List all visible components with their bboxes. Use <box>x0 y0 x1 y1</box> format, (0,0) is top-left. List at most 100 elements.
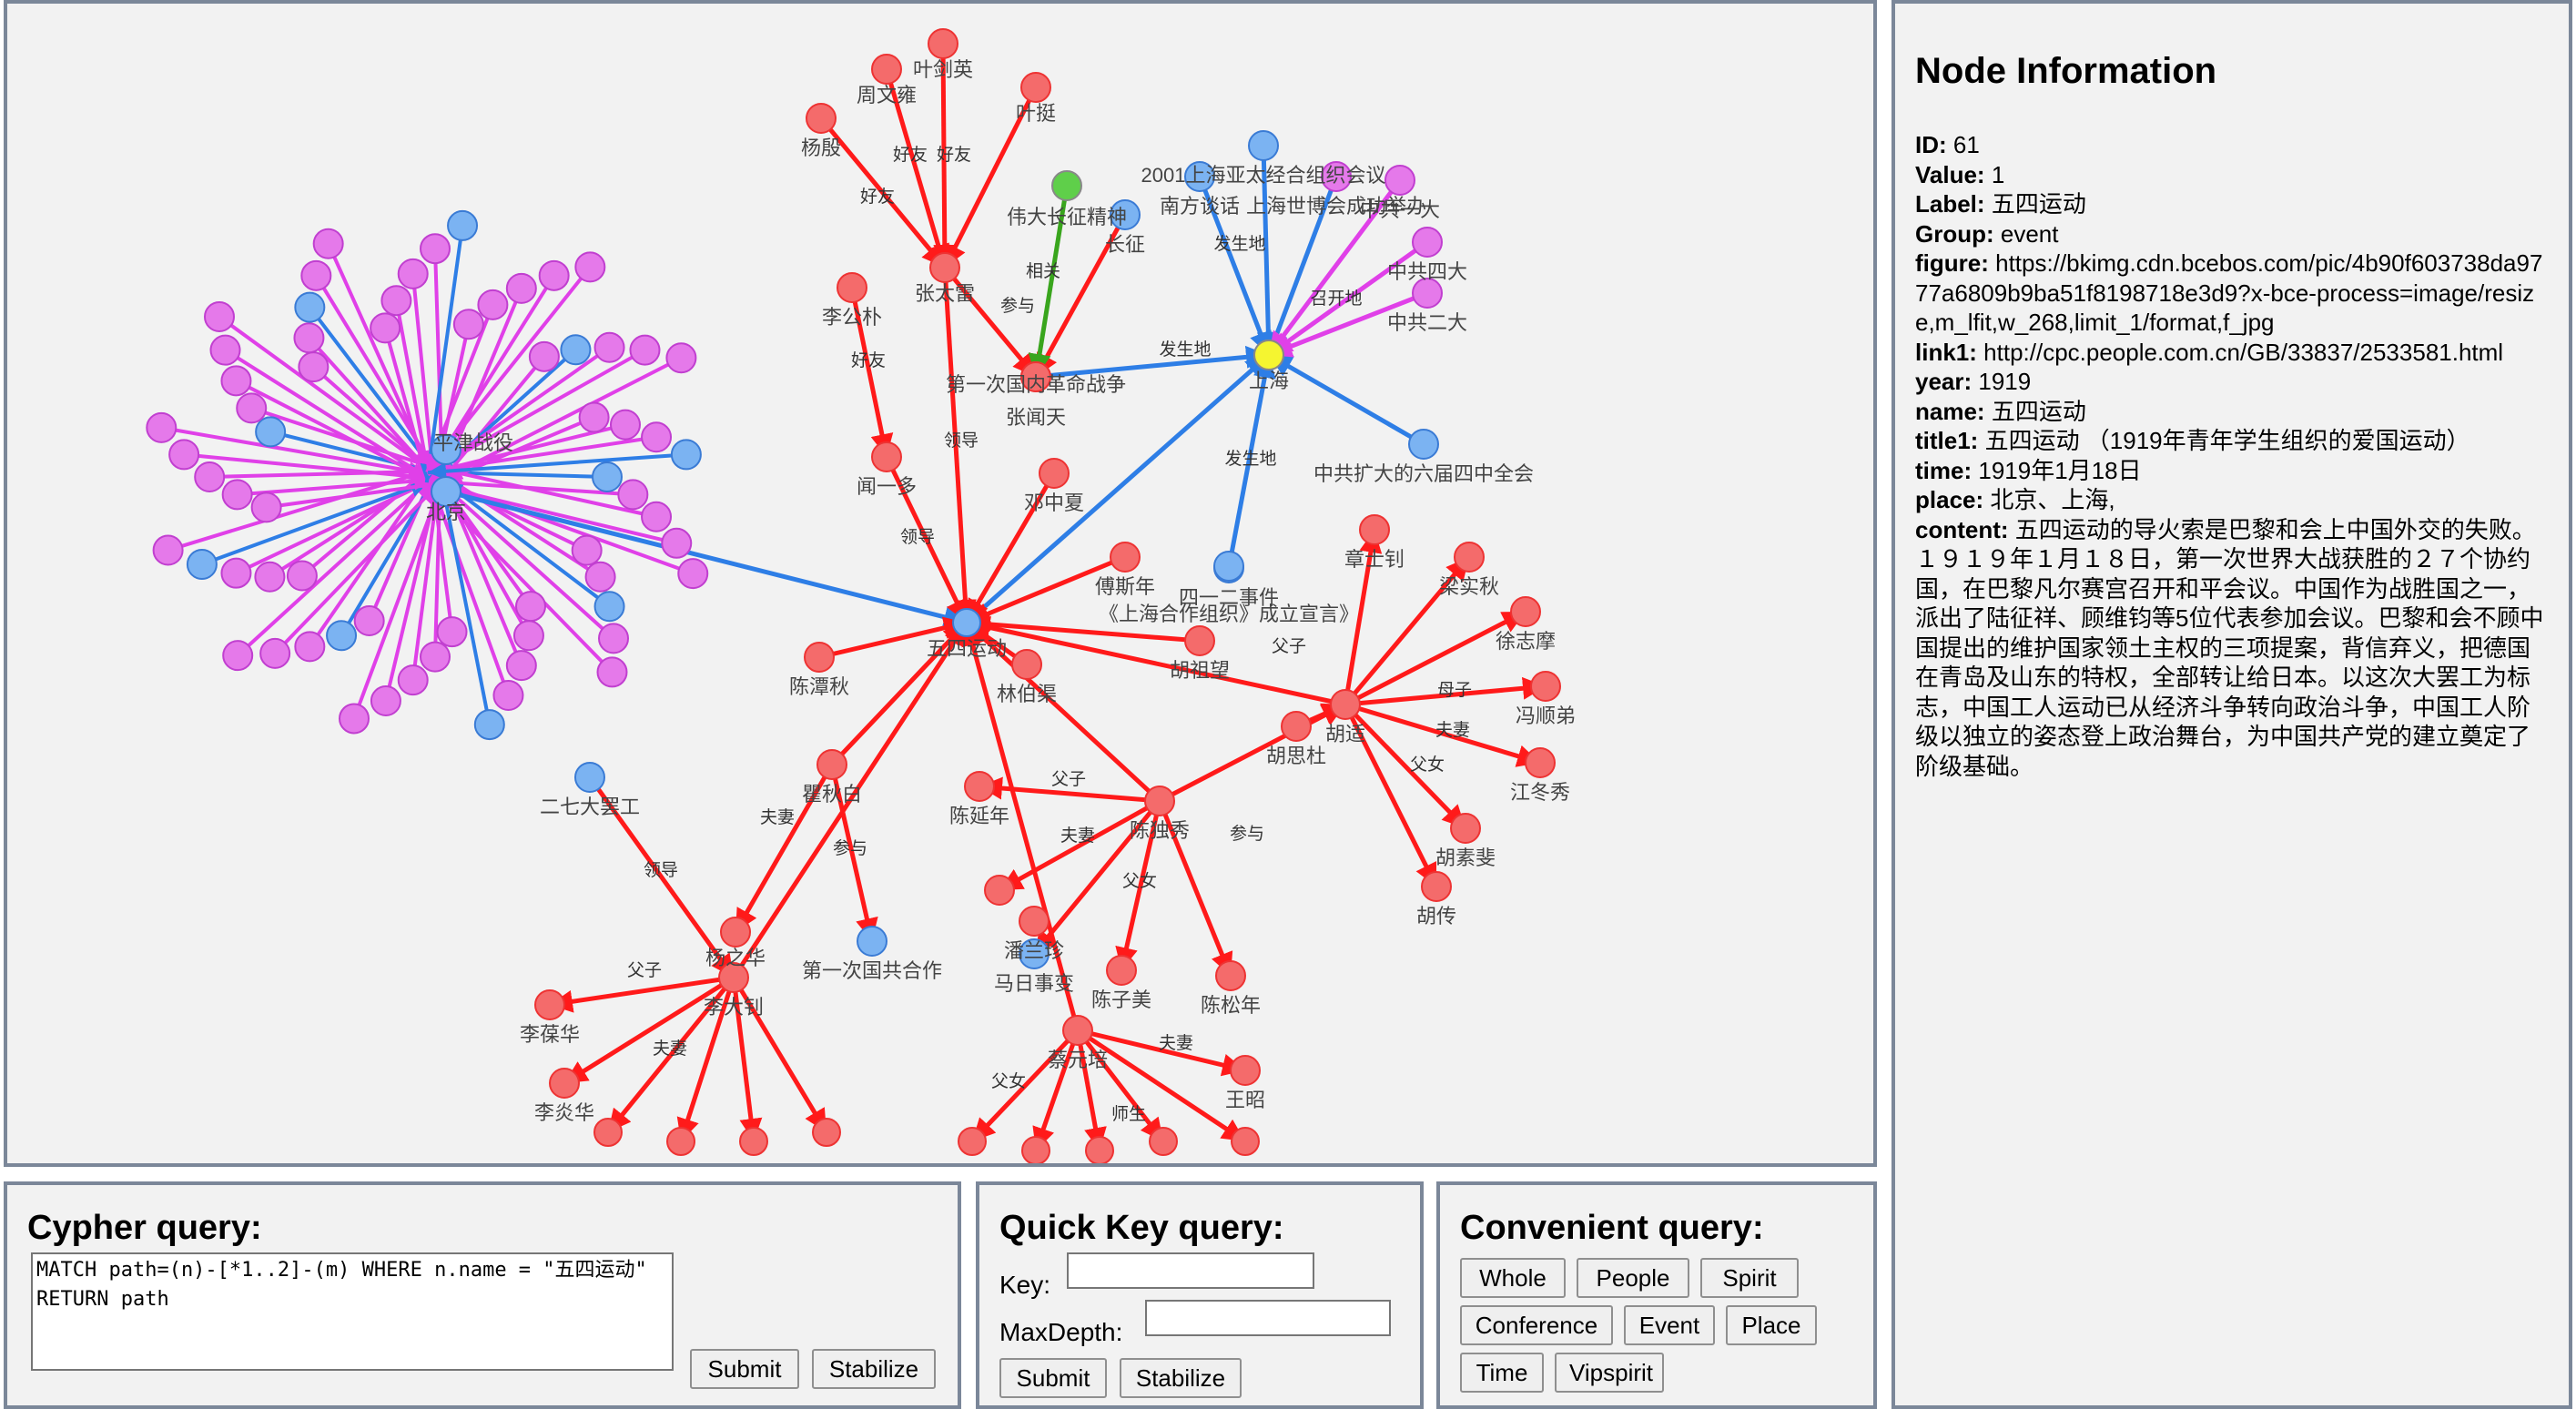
graph-node[interactable] <box>817 750 847 779</box>
graph-node[interactable] <box>805 643 834 672</box>
selected-node-shanghai[interactable] <box>1254 340 1283 370</box>
conference-node[interactable] <box>355 606 384 635</box>
conference-node[interactable] <box>399 665 428 694</box>
conference-node[interactable] <box>507 274 536 303</box>
conference-node[interactable] <box>195 462 224 492</box>
graph-node[interactable] <box>837 273 867 302</box>
graph-node[interactable] <box>872 55 901 84</box>
graph-node[interactable] <box>1531 672 1560 701</box>
graph-node[interactable] <box>1145 786 1174 816</box>
conference-node[interactable] <box>421 643 450 672</box>
conference-node[interactable] <box>223 641 252 670</box>
conference-node[interactable] <box>169 440 198 469</box>
graph-node[interactable] <box>1231 1056 1260 1085</box>
conference-node[interactable] <box>630 336 659 365</box>
conference-node[interactable] <box>340 704 369 733</box>
graph-node[interactable] <box>1086 1137 1113 1163</box>
conference-node[interactable] <box>301 261 330 290</box>
graph-node[interactable] <box>965 772 994 801</box>
graph-node[interactable] <box>535 990 564 1019</box>
graph-node[interactable] <box>1451 814 1480 843</box>
conference-node[interactable] <box>314 229 343 258</box>
conference-node[interactable] <box>642 422 671 451</box>
conference-node[interactable] <box>295 293 324 322</box>
graph-node[interactable] <box>1413 228 1442 257</box>
conference-node[interactable] <box>642 502 671 532</box>
graph-node[interactable] <box>1360 515 1389 544</box>
conference-node[interactable] <box>154 536 183 565</box>
conference-node[interactable] <box>580 403 609 432</box>
conference-node[interactable] <box>618 480 647 509</box>
conference-node[interactable] <box>260 639 289 668</box>
graph-node[interactable] <box>1022 1137 1050 1163</box>
conference-node[interactable] <box>611 411 640 440</box>
conference-node[interactable] <box>221 559 250 588</box>
graph-node[interactable] <box>1216 961 1245 990</box>
conference-node[interactable] <box>255 563 284 592</box>
maxdepth-input[interactable] <box>1145 1300 1391 1336</box>
conference-node[interactable] <box>666 343 695 372</box>
graph-node[interactable] <box>930 253 959 282</box>
conference-node[interactable] <box>381 286 411 315</box>
conference-node[interactable] <box>294 323 323 352</box>
graph-node[interactable] <box>1063 1016 1092 1045</box>
conference-node[interactable] <box>493 681 522 710</box>
conference-node[interactable] <box>561 335 590 364</box>
time-button[interactable]: Time <box>1460 1353 1544 1393</box>
conference-node[interactable] <box>370 313 400 342</box>
conference-node[interactable] <box>371 686 401 715</box>
vipspirit-button[interactable]: Vipspirit <box>1555 1353 1664 1393</box>
conference-button[interactable]: Conference <box>1460 1305 1613 1345</box>
graph-node[interactable] <box>1150 1128 1177 1155</box>
conference-node[interactable] <box>211 336 240 365</box>
conference-node[interactable] <box>516 592 545 621</box>
graph-node[interactable] <box>667 1128 695 1155</box>
conference-node[interactable] <box>295 632 324 661</box>
conference-node[interactable] <box>147 413 176 442</box>
graph-node[interactable] <box>1422 872 1451 901</box>
graph-node[interactable] <box>1012 650 1041 679</box>
conference-node[interactable] <box>205 302 234 331</box>
quick-submit-button[interactable]: Submit <box>999 1358 1107 1398</box>
graph-node[interactable] <box>806 104 836 133</box>
conference-node[interactable] <box>507 651 536 680</box>
cypher-submit-button[interactable]: Submit <box>690 1349 799 1389</box>
people-button[interactable]: People <box>1577 1258 1689 1298</box>
conference-node[interactable] <box>575 252 604 281</box>
graph-node[interactable] <box>1021 73 1050 102</box>
graph-node[interactable] <box>958 1128 986 1155</box>
conference-node[interactable] <box>672 440 701 469</box>
graph-canvas[interactable]: 五四运动上海北京平津战役张太雷周文雍叶剑英叶挺杨殷第一次国内革命战争张闻天伟大长… <box>4 0 1877 1167</box>
conference-node[interactable] <box>678 559 707 588</box>
conference-node[interactable] <box>448 211 477 240</box>
graph-node[interactable] <box>721 917 750 947</box>
conference-node[interactable] <box>662 529 691 558</box>
graph-node[interactable] <box>1409 430 1438 459</box>
selected-node-wusi[interactable] <box>953 609 980 636</box>
conference-node[interactable] <box>514 621 543 650</box>
graph-node[interactable] <box>575 763 604 792</box>
conference-node[interactable] <box>221 366 250 395</box>
conference-node[interactable] <box>299 352 328 381</box>
graph-node[interactable] <box>1511 597 1540 626</box>
conference-node[interactable] <box>599 623 628 653</box>
cypher-query-input[interactable]: MATCH path=(n)-[*1..2]-(m) WHERE n.name … <box>31 1252 674 1371</box>
conference-node[interactable] <box>595 592 624 621</box>
graph-node[interactable] <box>1249 131 1278 160</box>
conference-node[interactable] <box>421 234 450 263</box>
conference-node[interactable] <box>454 309 483 339</box>
conference-node[interactable] <box>237 393 266 422</box>
spirit-button[interactable]: Spirit <box>1700 1258 1799 1298</box>
conference-node[interactable] <box>399 259 428 289</box>
quick-stabilize-button[interactable]: Stabilize <box>1120 1358 1242 1398</box>
graph-node[interactable] <box>1107 956 1136 985</box>
graph-node[interactable] <box>1040 459 1069 488</box>
conference-node[interactable] <box>598 657 627 686</box>
whole-button[interactable]: Whole <box>1460 1258 1566 1298</box>
graph-node[interactable] <box>1185 626 1214 655</box>
graph-node[interactable] <box>1526 748 1555 777</box>
key-input[interactable] <box>1067 1252 1314 1289</box>
conference-node[interactable] <box>540 261 569 290</box>
event-button[interactable]: Event <box>1624 1305 1715 1345</box>
graph-node[interactable] <box>928 29 958 58</box>
